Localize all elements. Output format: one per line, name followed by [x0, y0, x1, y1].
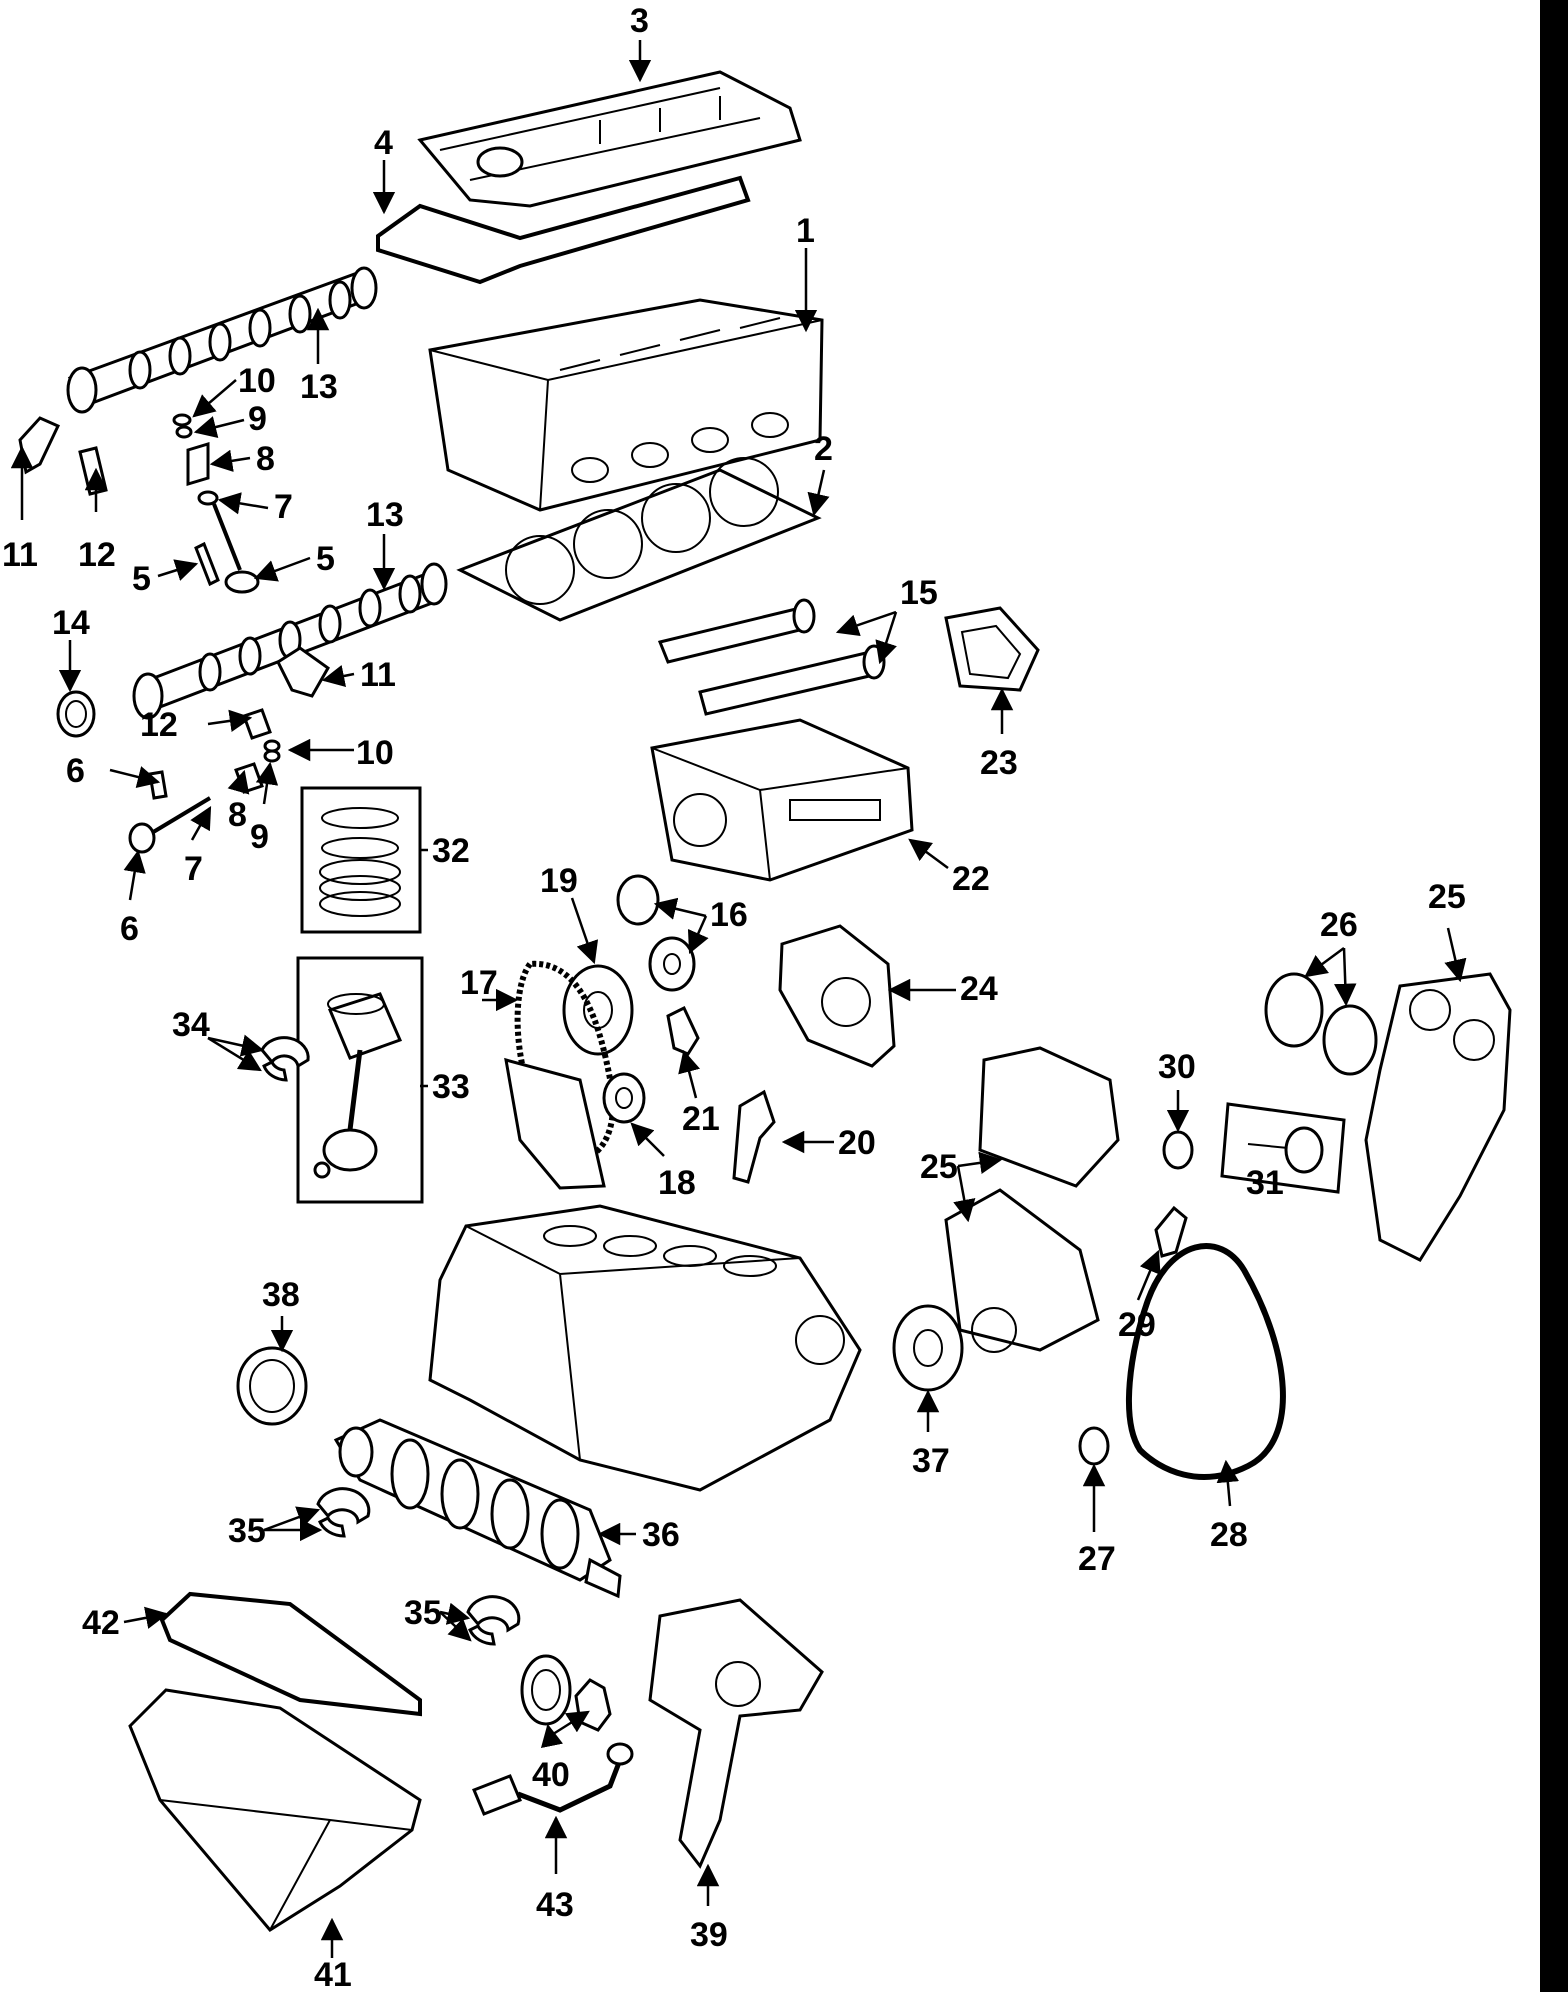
callout-7-lower: 7 [184, 850, 203, 888]
callout-labels: 3 4 1 13 10 9 8 7 11 12 5 5 2 13 14 15 1… [2, 2, 1466, 1992]
oil-pump-gears-part [520, 1654, 612, 1732]
callout-11-upper: 11 [2, 536, 38, 574]
callout-1: 1 [796, 212, 815, 250]
callout-17: 17 [460, 964, 498, 1002]
chain-tensioner-part [666, 1005, 700, 1056]
callout-43: 43 [536, 1886, 574, 1924]
oil-pan-gasket-part [159, 1591, 422, 1717]
callout-33: 33 [432, 1068, 470, 1106]
rear-main-seal-part [236, 1346, 308, 1426]
valve-cover-part [417, 70, 802, 208]
timing-chain-part [504, 960, 617, 1190]
rod-bearing-part [260, 1036, 310, 1082]
balance-gears-part [616, 874, 696, 992]
callout-5-left: 5 [132, 560, 151, 598]
callout-5-right: 5 [316, 540, 335, 578]
callout-16: 16 [710, 896, 748, 934]
crank-sprocket-part [602, 1072, 646, 1124]
callout-12-lower: 12 [140, 706, 178, 744]
callout-34: 34 [172, 1006, 210, 1044]
crankshaft-part [333, 1418, 622, 1599]
crank-damper-part [892, 1304, 964, 1392]
callout-25-lower: 25 [920, 1148, 958, 1186]
callout-18: 18 [658, 1164, 696, 1202]
callout-36: 36 [642, 1516, 680, 1554]
callout-8-lower: 8 [228, 796, 247, 834]
callout-13-lower: 13 [366, 496, 404, 534]
callout-39: 39 [690, 1916, 728, 1954]
callout-42: 42 [82, 1604, 120, 1642]
callout-31: 31 [1246, 1164, 1284, 1202]
callout-4: 4 [374, 124, 393, 162]
callout-9-upper: 9 [248, 400, 267, 438]
engine-block-part [428, 1204, 862, 1492]
callout-9-lower: 9 [250, 818, 269, 856]
callout-26: 26 [1320, 906, 1358, 944]
main-bearing-lower-part [466, 1595, 521, 1646]
balance-shaft-housing-part [650, 718, 914, 882]
callout-13-upper: 13 [300, 368, 338, 406]
valve-cover-gasket-part [376, 175, 751, 285]
timing-belt-part [1125, 1243, 1286, 1480]
callout-23: 23 [980, 744, 1018, 782]
callout-6-upper: 6 [66, 752, 85, 790]
tensioner-bracket-part [1154, 1205, 1188, 1258]
callout-22: 22 [952, 860, 990, 898]
chain-guide-part [732, 1089, 776, 1184]
callout-14: 14 [52, 604, 90, 642]
callout-10-upper: 10 [238, 362, 276, 400]
callout-12-upper: 12 [78, 536, 116, 574]
callout-25-right: 25 [1428, 878, 1466, 916]
main-bearing-upper-part [316, 1487, 371, 1538]
right-edge-bar [1540, 0, 1568, 1992]
head-gasket-part [456, 457, 822, 622]
piston-rings-box [300, 786, 422, 934]
rear-timing-cover-part [1364, 972, 1512, 1262]
callout-32: 32 [432, 832, 470, 870]
housing-gasket-part [944, 606, 1040, 692]
callout-21: 21 [682, 1100, 720, 1138]
callout-38: 38 [262, 1276, 300, 1314]
callout-20: 20 [838, 1124, 876, 1162]
callout-15: 15 [900, 574, 938, 612]
piston-rod-box [296, 956, 424, 1204]
callout-2: 2 [814, 430, 833, 468]
lower-camshaft-part [132, 562, 448, 720]
callout-29: 29 [1118, 1306, 1156, 1344]
callout-41: 41 [314, 1956, 352, 1992]
callout-37: 37 [912, 1442, 950, 1480]
callout-28: 28 [1210, 1516, 1248, 1554]
idler-pulley-part [1162, 1130, 1194, 1170]
callout-10-lower: 10 [356, 734, 394, 772]
callout-6-lower: 6 [120, 910, 139, 948]
oil-pan-part [128, 1688, 422, 1932]
oil-pickup-tube-part [472, 1742, 634, 1816]
callout-35-upper: 35 [228, 1512, 266, 1550]
upper-camshaft-part [66, 266, 378, 414]
callout-27: 27 [1078, 1540, 1116, 1578]
callout-19: 19 [540, 862, 578, 900]
callout-30: 30 [1158, 1048, 1196, 1086]
callout-35-lower: 35 [404, 1594, 442, 1632]
callout-3: 3 [630, 2, 649, 40]
callout-40: 40 [532, 1756, 570, 1794]
cylinder-head-part [428, 298, 824, 512]
oil-pump-part [648, 1598, 824, 1869]
callout-24: 24 [960, 970, 998, 1008]
crank-belt-sprocket-part [1078, 1426, 1110, 1466]
callout-11-lower: 11 [360, 656, 396, 694]
lower-timing-cover-part [944, 1188, 1100, 1353]
leader-lines [10, 40, 1467, 1958]
tensioner-kit-box [1220, 1102, 1346, 1194]
callout-7-upper: 7 [274, 488, 293, 526]
chain-case-cover-part [778, 924, 896, 1068]
upper-timing-cover-part [978, 1046, 1120, 1188]
callout-8-upper: 8 [256, 440, 275, 478]
vvt-actuators-part [657, 598, 886, 716]
cam-gears-part [1264, 972, 1378, 1076]
